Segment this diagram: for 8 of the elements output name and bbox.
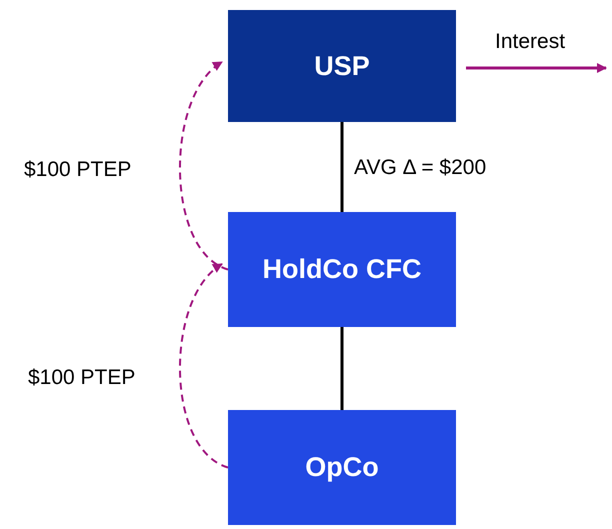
- connector-line: [340, 122, 344, 212]
- entity-box: OpCo: [228, 410, 456, 525]
- entity-box: HoldCo CFC: [228, 212, 456, 327]
- arrow: [466, 63, 607, 73]
- arrow: [179, 61, 228, 270]
- arrow: [179, 263, 228, 468]
- entity-box: USP: [228, 10, 456, 122]
- connector-line: [340, 327, 344, 410]
